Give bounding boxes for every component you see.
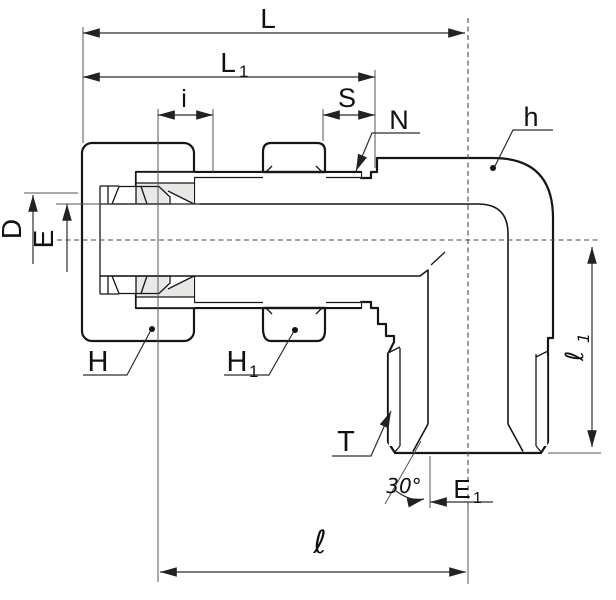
label-N: N — [389, 105, 409, 135]
nipple-thread-root-lines — [194, 176, 361, 304]
nut-thread-band-top — [136, 172, 194, 184]
locknut-top — [261, 141, 327, 174]
leader-dot-H1 — [292, 327, 298, 333]
centerlines — [57, 18, 601, 584]
chamfer-angle-line — [384, 440, 422, 505]
fitting-body-group — [80, 141, 555, 455]
label-H1-sub: 1 — [249, 362, 258, 381]
label-L1-sub: 1 — [239, 62, 248, 81]
label-L1: L — [220, 47, 236, 78]
label-D: D — [0, 219, 27, 239]
leader-T — [332, 410, 392, 457]
label-T: T — [337, 426, 355, 458]
nut-thread-band-bottom — [136, 296, 194, 308]
label-h: h — [523, 102, 538, 132]
leader-H1 — [224, 330, 295, 376]
label-E1-sub: 1 — [473, 490, 482, 507]
nipple-thread-strip-bottom-right — [326, 302, 361, 307]
label-l1: ℓ — [560, 351, 589, 362]
leader-N — [355, 132, 420, 172]
dimension-lines — [28, 28, 597, 577]
locknut-bottom — [261, 306, 327, 343]
leg-thread-lines — [387, 346, 549, 453]
label-ell: ℓ — [312, 523, 326, 561]
label-E: E — [28, 230, 59, 249]
bore-corner-edge-tick — [430, 251, 446, 266]
label-S: S — [338, 83, 356, 113]
leader-dot-h — [490, 165, 496, 171]
dimension-labels: L L 1 i S N h D E H H 1 T 30° E 1 ℓ 1 ℓ — [0, 3, 593, 561]
nipple-thread-strip-top-left — [194, 173, 263, 178]
leader-dot-H — [149, 326, 155, 332]
elbow-body — [134, 156, 555, 455]
locknut-chamfer-ticks — [265, 165, 323, 315]
label-i: i — [181, 85, 187, 113]
label-E1: E — [453, 474, 470, 504]
extension-lines — [24, 27, 601, 582]
bore-edges — [100, 203, 524, 452]
label-H: H — [88, 346, 109, 378]
leader-h — [493, 129, 553, 169]
leader-lines — [83, 129, 553, 457]
ferrule-divider-lines — [140, 186, 148, 294]
leg-thread-band-right — [536, 356, 548, 446]
bore-channel — [100, 204, 523, 452]
angle-arc-30deg — [395, 490, 425, 508]
label-l1-sub: 1 — [574, 333, 593, 343]
label-L: L — [260, 3, 276, 34]
label-angle-30deg: 30° — [386, 474, 421, 498]
nipple-thread-strip-top-right — [326, 173, 361, 178]
label-H1: H — [227, 346, 248, 378]
nipple-thread-strip-bottom-left — [194, 302, 263, 307]
leader-H — [83, 329, 152, 376]
leg-thread-band-left — [388, 352, 400, 446]
